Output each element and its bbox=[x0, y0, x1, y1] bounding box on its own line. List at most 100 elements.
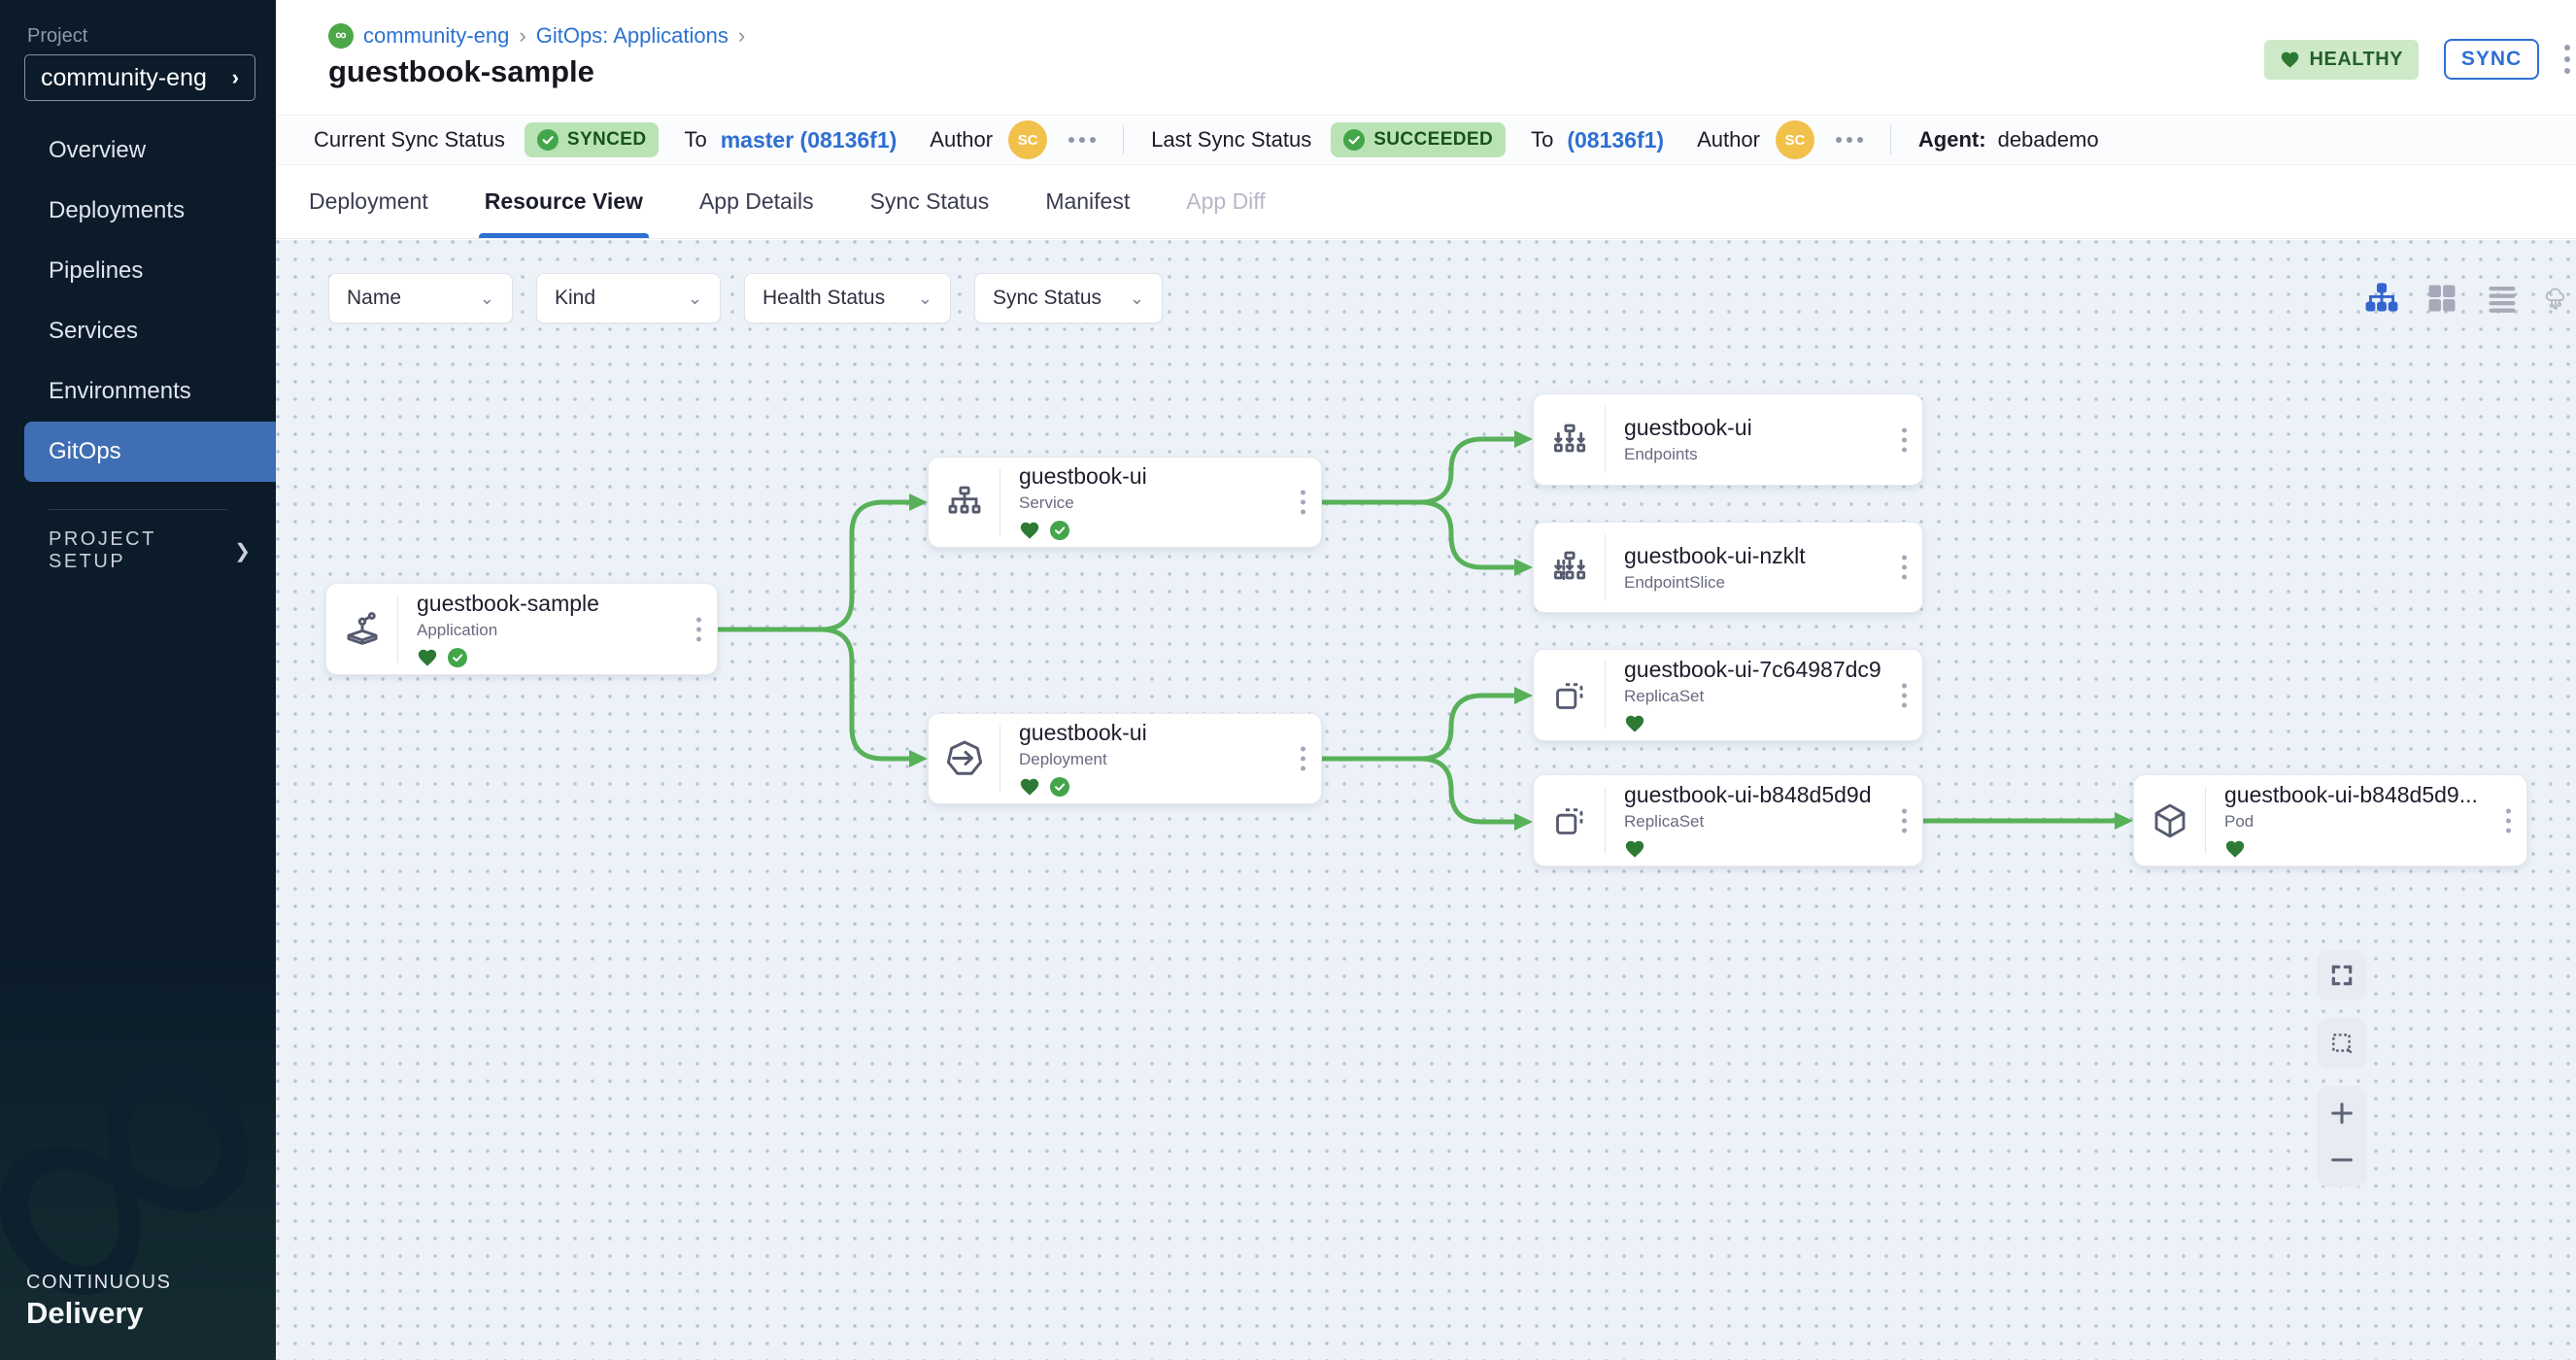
node-kebab-icon[interactable] bbox=[2506, 808, 2511, 833]
heart-healthy-icon bbox=[418, 649, 437, 666]
heart-healthy-icon bbox=[1625, 715, 1644, 732]
chevron-right-icon: › bbox=[231, 65, 239, 89]
sidebar-divider bbox=[49, 509, 227, 510]
sidebar-item-overview[interactable]: Overview bbox=[49, 137, 147, 163]
tree-view-icon[interactable] bbox=[2362, 279, 2401, 318]
tab-app-diff[interactable]: App Diff bbox=[1186, 188, 1266, 214]
to-label: To bbox=[1531, 127, 1554, 152]
filter-kind-dropdown[interactable]: Kind⌄ bbox=[536, 273, 721, 323]
heart-icon bbox=[2281, 51, 2298, 68]
page-header: ∞ community-eng › GitOps: Applications ›… bbox=[276, 0, 2576, 115]
node-service[interactable]: guestbook-ui Service bbox=[928, 457, 1322, 548]
service-icon bbox=[948, 486, 980, 514]
check-circle-icon bbox=[536, 129, 559, 151]
check-synced-icon bbox=[448, 647, 467, 667]
node-replicaset-b848d5d9d[interactable]: guestbook-ui-b848d5d9d ReplicaSet bbox=[1533, 774, 1923, 867]
zoom-out-icon[interactable] bbox=[2328, 1146, 2356, 1173]
last-sync-ref-link[interactable]: (08136f1) bbox=[1567, 126, 1665, 153]
node-pod[interactable]: guestbook-ui-b848d5d9... Pod bbox=[2133, 774, 2527, 867]
sidebar-nav: Overview Deployments Pipelines Services … bbox=[0, 120, 276, 482]
view-toggle-group bbox=[2362, 279, 2576, 318]
grid-view-icon[interactable] bbox=[2423, 279, 2461, 318]
zoom-controls bbox=[2317, 1086, 2367, 1187]
sync-status-bar: Current Sync Status SYNCED To master (08… bbox=[276, 115, 2576, 165]
filter-name-dropdown[interactable]: Name⌄ bbox=[328, 273, 513, 323]
fullscreen-icon bbox=[2331, 965, 2353, 986]
endpointslice-icon bbox=[1553, 551, 1585, 581]
chevron-down-icon: ⌄ bbox=[1129, 288, 1144, 308]
check-circle-icon bbox=[1343, 129, 1366, 151]
node-application[interactable]: guestbook-sample Application bbox=[325, 583, 718, 675]
sidebar: Project community-eng › Overview Deploym… bbox=[0, 0, 276, 1360]
project-name: community-eng bbox=[41, 63, 207, 91]
breadcrumb-project-link[interactable]: community-eng bbox=[363, 23, 510, 48]
tab-manifest[interactable]: Manifest bbox=[1045, 188, 1131, 214]
node-kebab-icon[interactable] bbox=[1902, 555, 1907, 580]
page-title: guestbook-sample bbox=[328, 54, 594, 88]
current-sync-ref-link[interactable]: master (08136f1) bbox=[720, 126, 898, 153]
resource-graph-canvas[interactable]: Name⌄ Kind⌄ Health Status⌄ Sync Status⌄ bbox=[276, 240, 2576, 1360]
heart-healthy-icon bbox=[2225, 840, 2245, 858]
tab-app-details[interactable]: App Details bbox=[698, 188, 814, 214]
avatar[interactable]: SC bbox=[1775, 120, 1814, 159]
endpoints-icon bbox=[1553, 424, 1585, 452]
selection-mode-button[interactable] bbox=[2317, 1018, 2367, 1069]
to-label: To bbox=[684, 127, 707, 152]
tab-bar: Deployment Resource View App Details Syn… bbox=[276, 165, 2576, 239]
health-status-badge: HEALTHY bbox=[2263, 39, 2419, 80]
author-label: Author bbox=[1697, 127, 1760, 152]
deployment-icon bbox=[946, 740, 982, 775]
gitops-app-icon: ∞ bbox=[328, 23, 354, 49]
succeeded-badge: SUCCEEDED bbox=[1331, 122, 1507, 157]
list-view-icon[interactable] bbox=[2483, 279, 2522, 318]
heart-healthy-icon bbox=[1020, 778, 1039, 796]
replicaset-icon bbox=[1555, 682, 1582, 709]
pod-icon bbox=[2154, 803, 2185, 837]
zoom-in-icon[interactable] bbox=[2328, 1100, 2356, 1127]
filter-health-status-dropdown[interactable]: Health Status⌄ bbox=[744, 273, 951, 323]
node-kebab-icon[interactable] bbox=[1902, 427, 1907, 452]
node-kebab-icon[interactable] bbox=[1301, 746, 1305, 771]
replicaset-icon bbox=[1555, 807, 1582, 834]
filter-sync-status-dropdown[interactable]: Sync Status⌄ bbox=[974, 273, 1163, 323]
cloud-view-icon[interactable] bbox=[2543, 279, 2568, 318]
sync-button[interactable]: SYNC bbox=[2444, 39, 2539, 80]
node-replicaset-7c64987dc9[interactable]: guestbook-ui-7c64987dc9 ReplicaSet bbox=[1533, 649, 1923, 741]
tab-sync-status[interactable]: Sync Status bbox=[869, 188, 990, 214]
divider bbox=[1889, 125, 1891, 154]
node-endpoints[interactable]: guestbook-ui Endpoints bbox=[1533, 393, 1923, 486]
sidebar-item-pipelines[interactable]: Pipelines bbox=[49, 257, 144, 284]
fit-to-screen-button[interactable] bbox=[2317, 950, 2367, 1001]
project-selector[interactable]: community-eng › bbox=[24, 54, 255, 101]
node-endpointslice[interactable]: guestbook-ui-nzklt EndpointSlice bbox=[1533, 522, 1923, 613]
chevron-down-icon: ⌄ bbox=[687, 288, 702, 308]
sidebar-item-environments[interactable]: Environments bbox=[49, 378, 191, 404]
node-kebab-icon[interactable] bbox=[1902, 683, 1907, 707]
breadcrumb: ∞ community-eng › GitOps: Applications › bbox=[328, 23, 745, 49]
kebab-menu-icon[interactable] bbox=[2564, 45, 2570, 74]
chevron-down-icon: ⌄ bbox=[917, 288, 932, 308]
node-kebab-icon[interactable] bbox=[1301, 490, 1305, 515]
breadcrumb-separator: › bbox=[519, 23, 526, 48]
chevron-down-icon: ⌄ bbox=[479, 288, 494, 308]
heart-healthy-icon bbox=[1625, 840, 1644, 858]
avatar[interactable]: SC bbox=[1008, 120, 1048, 159]
more-options-icon[interactable] bbox=[1835, 137, 1863, 143]
breadcrumb-applications-link[interactable]: GitOps: Applications bbox=[535, 23, 729, 48]
synced-badge: SYNCED bbox=[524, 122, 660, 157]
sidebar-item-services[interactable]: Services bbox=[49, 318, 139, 344]
sidebar-item-deployments[interactable]: Deployments bbox=[49, 197, 186, 223]
node-kebab-icon[interactable] bbox=[1902, 808, 1907, 833]
agent-label: Agent: bbox=[1917, 127, 1986, 152]
project-setup-toggle[interactable]: PROJECT SETUP ❯︎ bbox=[49, 528, 251, 572]
divider bbox=[1123, 125, 1125, 154]
tab-deployment[interactable]: Deployment bbox=[309, 188, 428, 214]
node-kebab-icon[interactable] bbox=[696, 617, 701, 641]
check-synced-icon bbox=[1050, 521, 1069, 540]
sidebar-item-gitops[interactable]: GitOps bbox=[24, 422, 276, 482]
node-deployment[interactable]: guestbook-ui Deployment bbox=[928, 713, 1322, 804]
module-brand: CONTINUOUS Delivery bbox=[26, 1272, 172, 1330]
application-icon bbox=[347, 611, 377, 645]
more-options-icon[interactable] bbox=[1068, 137, 1097, 143]
tab-resource-view[interactable]: Resource View bbox=[478, 165, 650, 238]
